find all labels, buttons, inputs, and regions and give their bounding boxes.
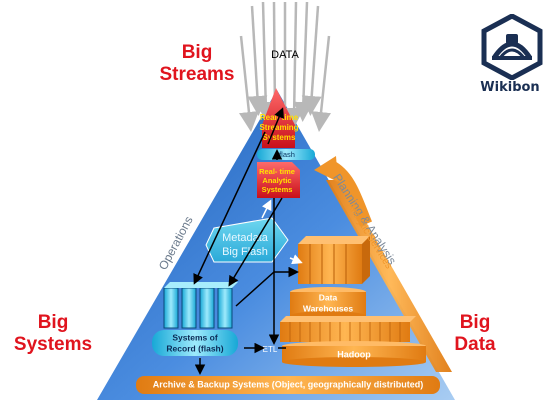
data-warehouses-line1: Data: [319, 292, 338, 302]
realtime-streaming-line2: Streaming: [259, 123, 298, 132]
metadata-line2: Big Flash: [222, 246, 268, 258]
realtime-analytic-line3: Systems: [262, 185, 293, 194]
systems-of-record-line2: Record (flash): [166, 343, 223, 353]
metadata-box: [205, 217, 289, 263]
flow-arrows: [193, 107, 299, 375]
data-arrows: [239, 1, 331, 132]
systems-of-record-servers: [163, 282, 238, 329]
wikibon-logo-icon: [481, 14, 543, 80]
data-label: DATA: [271, 49, 299, 61]
hadoop-label: Hadoop: [337, 349, 371, 359]
etl-label: ETL: [263, 345, 278, 354]
realtime-analytic-line2: Analytic: [262, 176, 291, 185]
metadata-line1: Metadata: [222, 232, 269, 244]
systems-of-record-box: [152, 330, 238, 356]
data-warehouse-cubes: [298, 236, 370, 284]
flash-cylinder: [257, 149, 315, 160]
realtime-analytic-box: [257, 162, 300, 198]
flash-label: flash: [279, 150, 295, 159]
planning-band: [326, 180, 452, 372]
wikibon-logo-text: Wikibon: [480, 80, 540, 95]
realtime-analytic-line1: Real- time: [259, 167, 295, 176]
systems-of-record-line1: Systems of: [172, 332, 218, 342]
realtime-streaming-line3: Systems: [263, 133, 296, 142]
archive-bar: [136, 376, 440, 394]
archive-label: Archive & Backup Systems (Object, geogra…: [153, 379, 424, 389]
hadoop-rack: [280, 316, 416, 342]
data-warehouses-line2: Warehouses: [303, 303, 354, 313]
